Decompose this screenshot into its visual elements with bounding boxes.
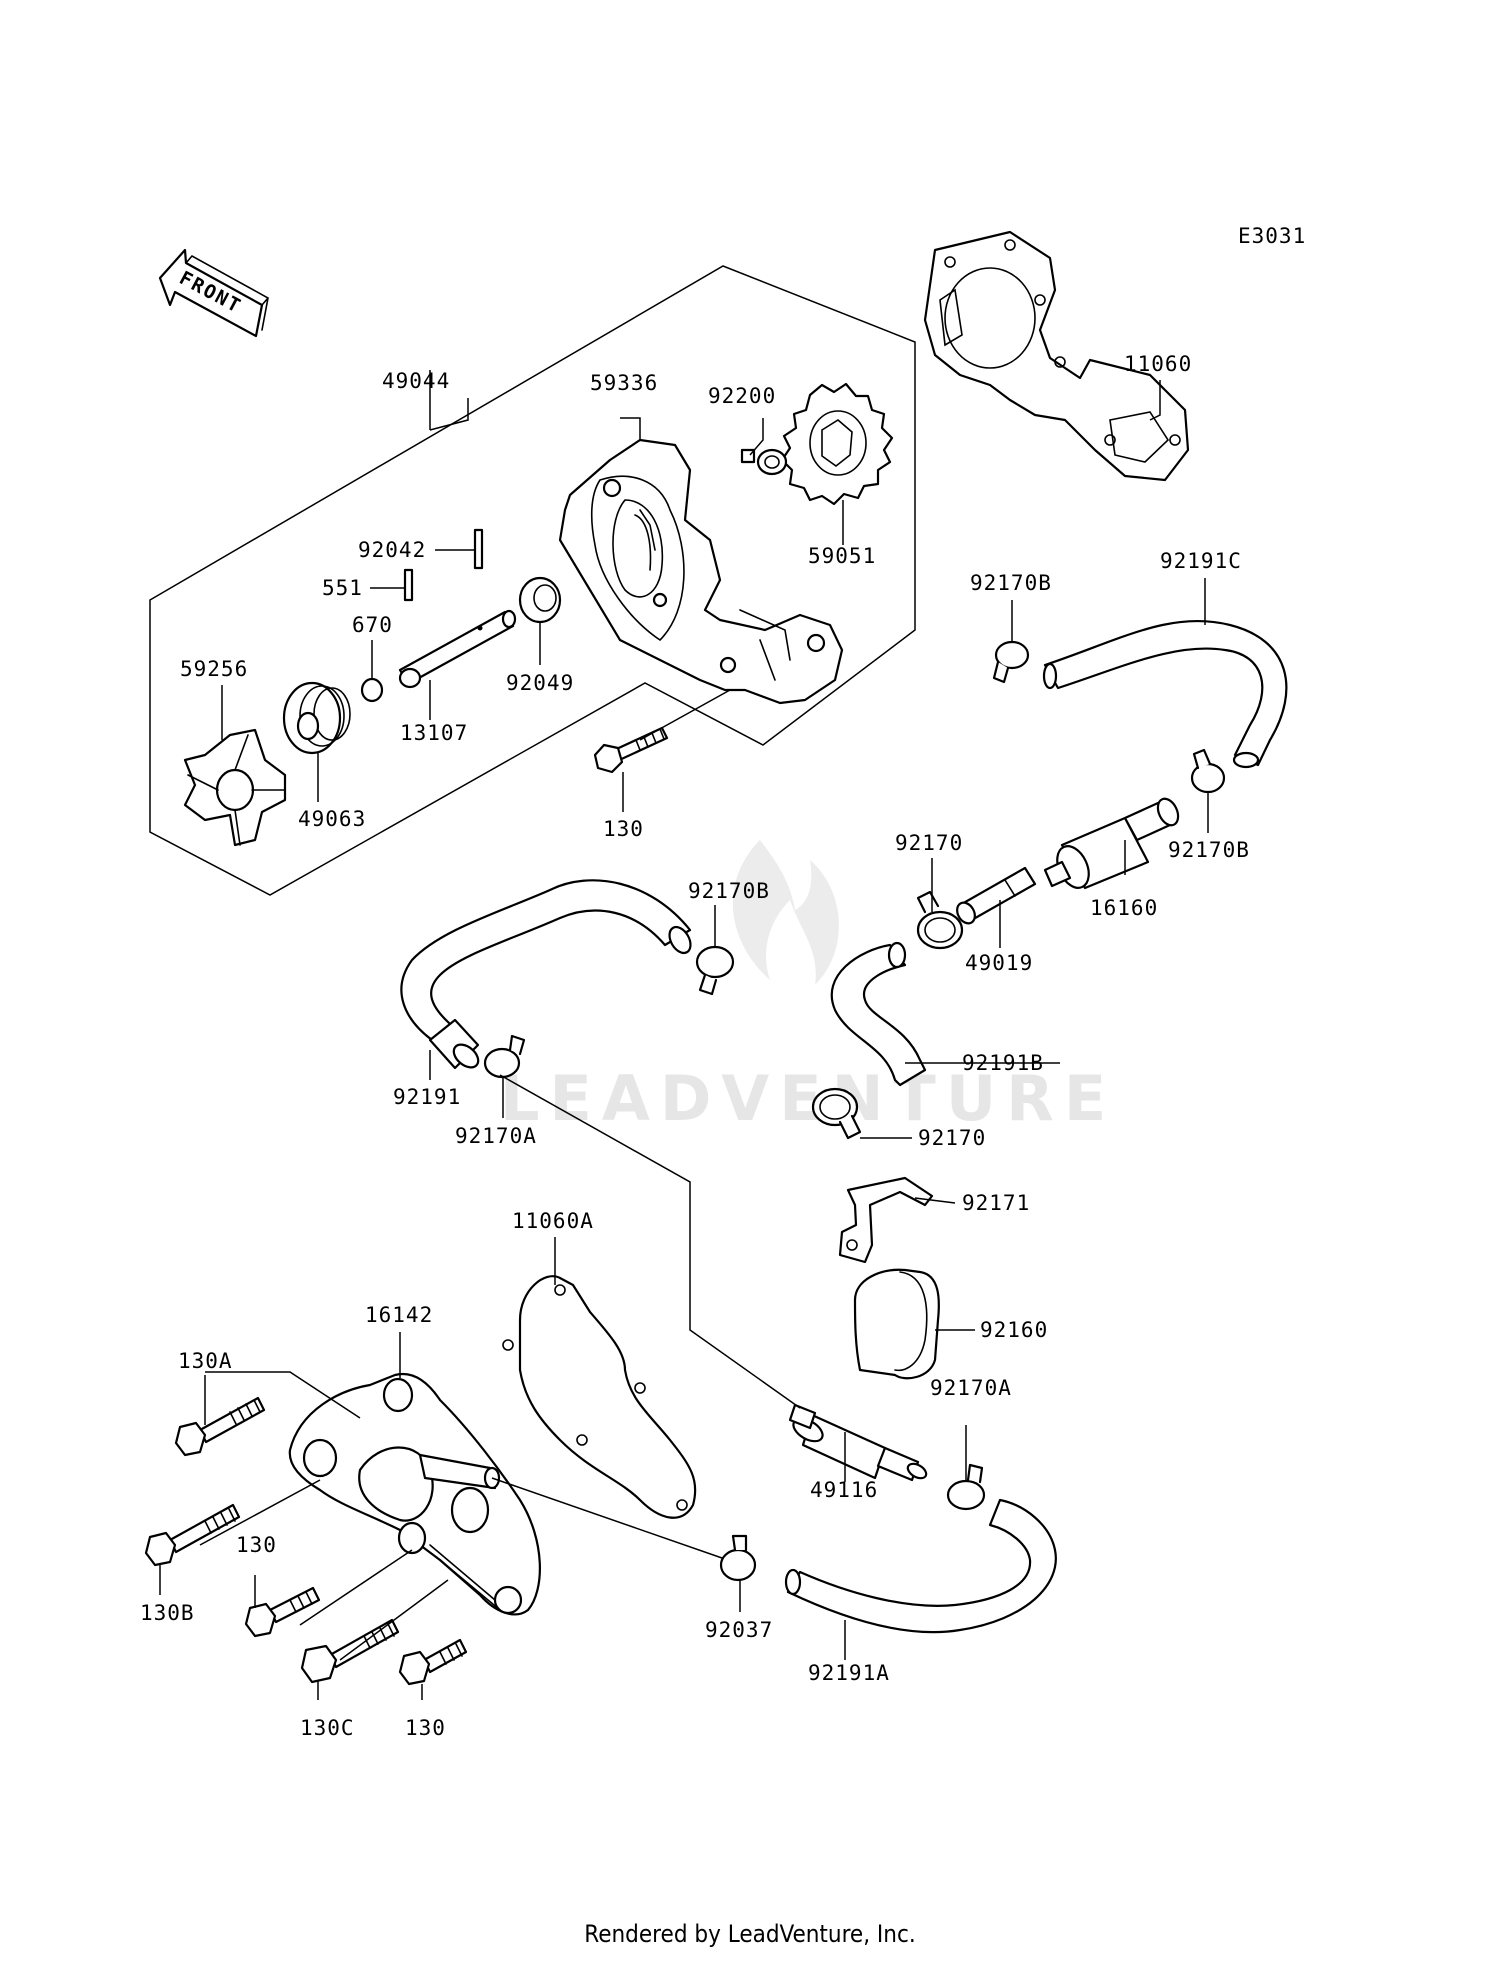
bolt-130-low <box>398 1638 468 1686</box>
gear-59051 <box>780 382 894 506</box>
clamp-92170A-low <box>946 1463 986 1511</box>
damper-92160 <box>853 1268 940 1380</box>
label-92170A-low: 92170A <box>930 1376 1012 1400</box>
label-92171: 92171 <box>962 1191 1030 1215</box>
pipe-49116 <box>788 1403 928 1482</box>
label-11060: 11060 <box>1124 352 1192 376</box>
label-16142: 16142 <box>365 1303 433 1327</box>
part-labels: 49044 59336 92200 59051 11060 92042 551 … <box>140 352 1250 1740</box>
label-49063: 49063 <box>298 807 366 831</box>
label-92191: 92191 <box>393 1085 461 1109</box>
hose-92191 <box>400 879 692 1070</box>
bracket-92171 <box>838 1176 934 1264</box>
gasket-11060A <box>502 1275 697 1519</box>
label-92170B-right: 92170B <box>1168 838 1250 862</box>
label-92191A: 92191A <box>808 1661 890 1685</box>
leadventure-watermark: LEADVENTURE <box>500 840 1116 1135</box>
label-92191C: 92191C <box>1160 549 1242 573</box>
shaft-13107 <box>398 609 517 689</box>
pipe-49019 <box>956 866 1037 925</box>
pump-cover-16142 <box>288 1372 541 1616</box>
front-arrow-icon: FRONT <box>158 248 269 338</box>
label-11060A: 11060A <box>512 1209 594 1233</box>
pin-551 <box>403 568 414 602</box>
label-130C: 130C <box>300 1716 355 1740</box>
clamp-92170B-mid <box>695 945 735 996</box>
label-59336: 59336 <box>590 371 658 395</box>
label-92049: 92049 <box>506 671 574 695</box>
label-92042: 92042 <box>358 538 426 562</box>
clamp-92170B-top <box>992 640 1030 684</box>
hose-92191B <box>830 941 927 1087</box>
label-130-top: 130 <box>603 817 644 841</box>
bolt-130B <box>144 1503 241 1567</box>
watermark-text: LEADVENTURE <box>500 1062 1116 1135</box>
label-130-mid: 130 <box>236 1533 277 1557</box>
mechanical-seal-49063 <box>282 681 351 755</box>
bolt-130A <box>174 1396 266 1457</box>
filter-16160 <box>1043 797 1180 890</box>
label-670: 670 <box>352 613 393 637</box>
label-551: 551 <box>322 576 363 600</box>
hose-92191A <box>784 1498 1057 1634</box>
label-49044: 49044 <box>382 369 450 393</box>
footer-credit: Rendered by LeadVenture, Inc. <box>584 1920 916 1948</box>
impeller-59256 <box>183 728 287 847</box>
diagram-code: E3031 <box>1238 224 1306 248</box>
label-92191B: 92191B <box>962 1051 1044 1075</box>
assembly-outline-49044 <box>149 265 916 896</box>
label-49019: 49019 <box>965 951 1033 975</box>
clamp-92170A-mid <box>483 1034 526 1079</box>
bolt-130C <box>300 1618 400 1684</box>
label-130-low: 130 <box>405 1716 446 1740</box>
label-16160: 16160 <box>1090 896 1158 920</box>
clamp-92037 <box>719 1534 757 1582</box>
bolt-130-top <box>593 726 669 774</box>
hose-92191C <box>1042 619 1288 769</box>
label-130A: 130A <box>178 1349 233 1373</box>
label-92170A-mid: 92170A <box>455 1124 537 1148</box>
clamp-92170-upper <box>916 890 964 950</box>
label-92160: 92160 <box>980 1318 1048 1342</box>
label-130B: 130B <box>140 1601 195 1625</box>
label-92037: 92037 <box>705 1618 773 1642</box>
label-59051: 59051 <box>808 544 876 568</box>
clamp-92170-lower <box>811 1087 862 1140</box>
label-92170-lower: 92170 <box>918 1126 986 1150</box>
washer-92200 <box>740 448 788 476</box>
label-59256: 59256 <box>180 657 248 681</box>
pump-body-59336 <box>558 438 844 705</box>
label-49116: 49116 <box>810 1478 878 1502</box>
bolt-130-mid <box>244 1586 321 1638</box>
label-92170B-mid: 92170B <box>688 879 770 903</box>
o-ring-670 <box>360 677 384 703</box>
leader-lines <box>159 380 1209 1700</box>
label-13107: 13107 <box>400 721 468 745</box>
oil-seal-92049 <box>518 576 562 624</box>
clamp-92170B-right <box>1190 748 1226 794</box>
label-92200: 92200 <box>708 384 776 408</box>
label-92170B-top: 92170B <box>970 571 1052 595</box>
label-92170-upper: 92170 <box>895 831 963 855</box>
pin-92042 <box>473 528 484 570</box>
gasket-11060 <box>923 230 1190 482</box>
